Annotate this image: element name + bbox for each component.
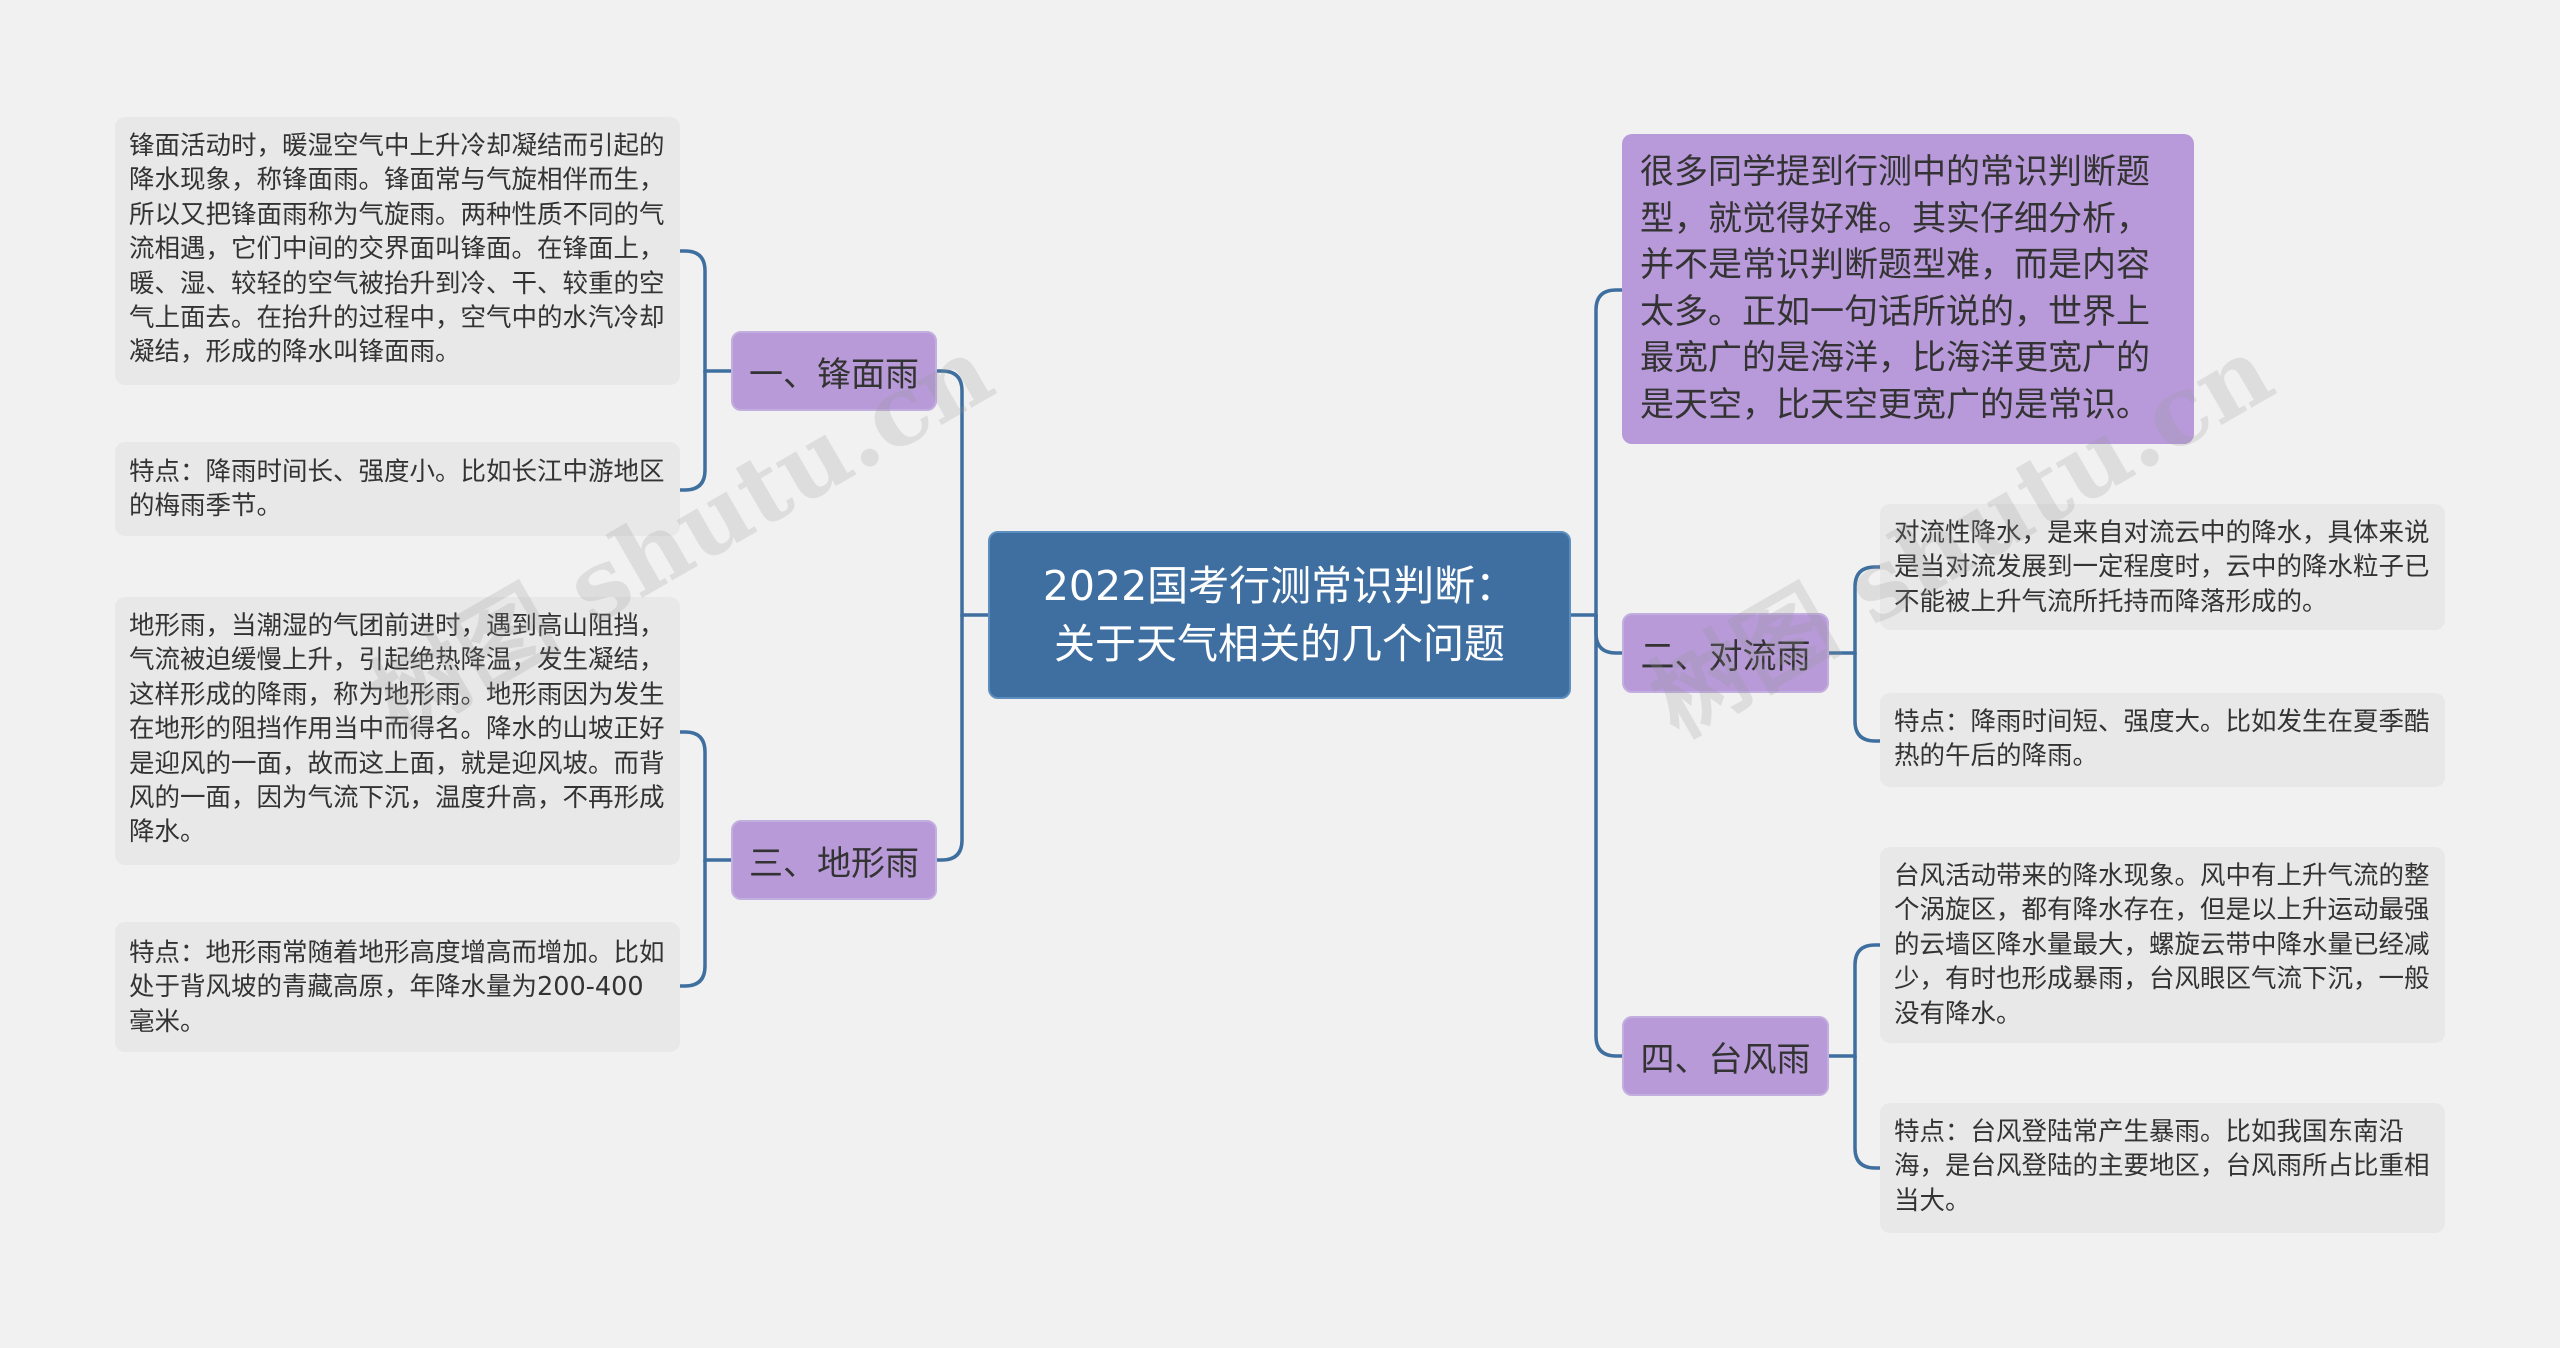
leaf-typhoon-feature[interactable]: 特点：台风登陆常产生暴雨。比如我国东南沿海，是台风登陆的主要地区，台风雨所占比重… xyxy=(1880,1103,2445,1233)
link-b1-feat xyxy=(678,369,707,492)
leaf-text: 特点：降雨时间长、强度小。比如长江中游地区的梅雨季节。 xyxy=(129,457,665,522)
leaf-text: 特点：台风登陆常产生暴雨。比如我国东南沿海，是台风登陆的主要地区，台风雨所占比重… xyxy=(1894,1117,2430,1216)
leaf-orographic-feature[interactable]: 特点：地形雨常随着地形高度增高而增加。比如处于背风坡的青藏高原，年降水量为200… xyxy=(115,922,680,1052)
root-title-line1: 2022国考行测常识判断： xyxy=(1042,562,1517,610)
link-b1-def xyxy=(678,249,733,373)
leaf-frontal-feature[interactable]: 特点：降雨时间长、强度小。比如长江中游地区的梅雨季节。 xyxy=(115,442,680,536)
link-b2-def xyxy=(1827,565,1882,655)
leaf-text: 特点：降雨时间短、强度大。比如发生在夏季酷热的午后的降雨。 xyxy=(1894,707,2430,772)
link-b4-def xyxy=(1827,943,1882,1058)
leaf-text: 地形雨，当潮湿的气团前进时，遇到高山阻挡，气流被迫缓慢上升，引起绝热降温，发生凝… xyxy=(129,611,665,848)
leaf-text: 锋面活动时，暖湿空气中上升冷却凝结而引起的降水现象，称锋面雨。锋面常与气旋相伴而… xyxy=(129,131,665,368)
leaf-text: 台风活动带来的降水现象。风中有上升气流的整个涡旋区，都有降水存在，但是以上升运动… xyxy=(1894,861,2430,1029)
link-root-b3 xyxy=(935,613,964,862)
branch-label: 二、对流雨 xyxy=(1640,636,1811,677)
link-b4-feat xyxy=(1853,1054,1882,1170)
link-root-b4 xyxy=(1594,613,1624,1058)
branch-label: 四、台风雨 xyxy=(1640,1039,1811,1080)
branch-label: 一、锋面雨 xyxy=(749,354,919,395)
leaf-text: 特点：地形雨常随着地形高度增高而增加。比如处于背风坡的青藏高原，年降水量为200… xyxy=(129,938,665,1037)
branch-orographic-rain[interactable]: 三、地形雨 xyxy=(731,820,937,900)
leaf-text: 对流性降水，是来自对流云中的降水，具体来说是当对流发展到一定程度时，云中的降水粒… xyxy=(1894,518,2430,617)
link-b3-def xyxy=(678,730,733,862)
leaf-convective-feature[interactable]: 特点：降雨时间短、强度大。比如发生在夏季酷热的午后的降雨。 xyxy=(1880,693,2445,787)
leaf-frontal-definition[interactable]: 锋面活动时，暖湿空气中上升冷却凝结而引起的降水现象，称锋面雨。锋面常与气旋相伴而… xyxy=(115,117,680,385)
branch-label: 三、地形雨 xyxy=(749,843,919,884)
intro-note-text: 很多同学提到行测中的常识判断题型，就觉得好难。其实仔细分析，并不是常识判断题型难… xyxy=(1640,152,2150,425)
root-title-line2: 关于天气相关的几个问题 xyxy=(1054,620,1505,668)
link-root-note xyxy=(1569,288,1624,617)
link-root-b1 xyxy=(935,369,990,617)
leaf-convective-definition[interactable]: 对流性降水，是来自对流云中的降水，具体来说是当对流发展到一定程度时，云中的降水粒… xyxy=(1880,504,2445,630)
link-b3-feat xyxy=(678,858,707,988)
intro-note[interactable]: 很多同学提到行测中的常识判断题型，就觉得好难。其实仔细分析，并不是常识判断题型难… xyxy=(1622,134,2194,444)
branch-frontal-rain[interactable]: 一、锋面雨 xyxy=(731,331,937,411)
link-root-b2 xyxy=(1594,613,1624,655)
branch-typhoon-rain[interactable]: 四、台风雨 xyxy=(1622,1016,1829,1096)
branch-convective-rain[interactable]: 二、对流雨 xyxy=(1622,613,1829,693)
leaf-orographic-definition[interactable]: 地形雨，当潮湿的气团前进时，遇到高山阻挡，气流被迫缓慢上升，引起绝热降温，发生凝… xyxy=(115,597,680,865)
leaf-typhoon-definition[interactable]: 台风活动带来的降水现象。风中有上升气流的整个涡旋区，都有降水存在，但是以上升运动… xyxy=(1880,847,2445,1043)
link-b2-feat xyxy=(1853,651,1882,743)
root-topic[interactable]: 2022国考行测常识判断： 关于天气相关的几个问题 xyxy=(988,531,1571,699)
